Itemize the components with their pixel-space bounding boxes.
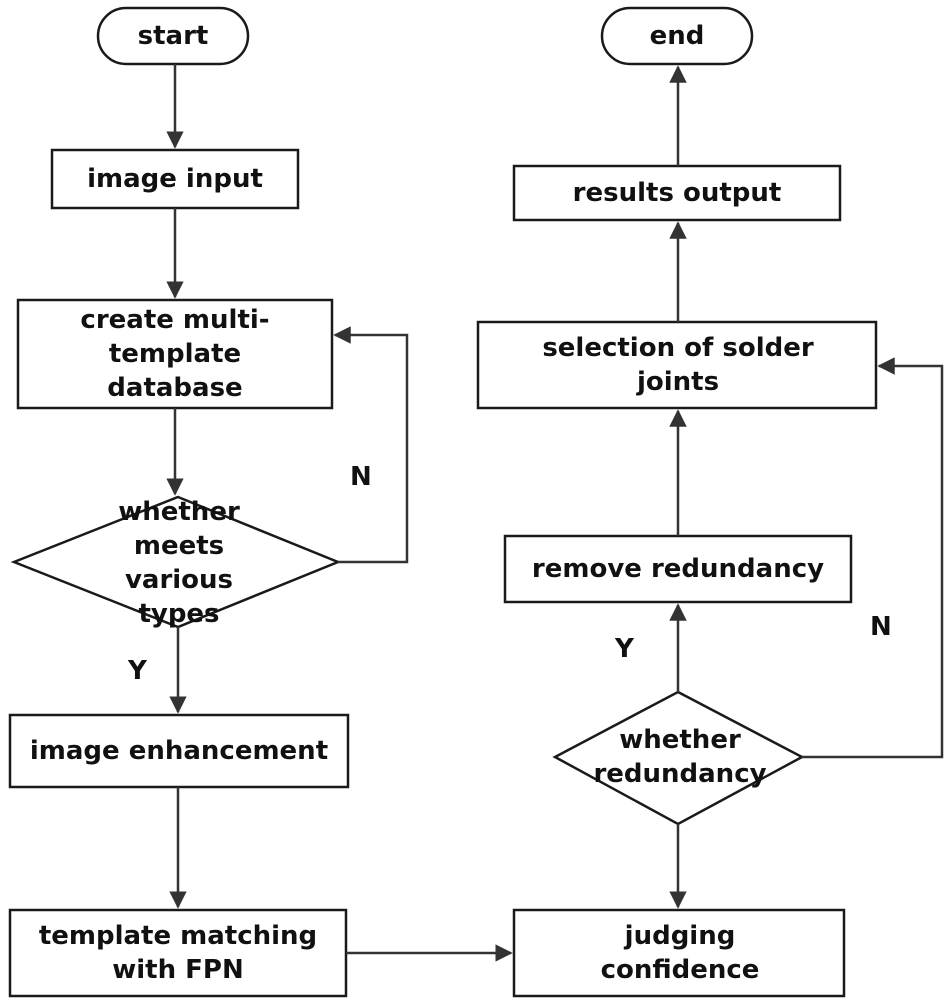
image-input-label: image input (87, 164, 263, 194)
judging-box (512, 908, 846, 998)
redundancy-question-label: whether redundancy (593, 725, 767, 789)
start-terminal-shape (96, 6, 250, 66)
arrow-decision-no-loop (333, 326, 409, 564)
end-label: end (649, 21, 705, 51)
enhancement-label: image enhancement (29, 736, 329, 766)
remove-redundancy-label: remove redundancy (531, 554, 825, 584)
results-label: results output (572, 178, 782, 208)
selection-label: selection of solder joints (542, 333, 814, 397)
judging-label: judging confidence (600, 921, 760, 985)
create-db-label: create multi-template database (80, 305, 270, 403)
edge-label-yes-right: Y (615, 634, 634, 664)
remove-redundancy-box (503, 534, 853, 604)
end-terminal-shape (600, 6, 754, 66)
edge-label-no-right: N (870, 612, 892, 642)
start-label: start (137, 21, 209, 51)
edge-label-yes-left: Y (128, 656, 147, 686)
matching-label: template matching with FPN (38, 921, 318, 985)
selection-box (476, 320, 878, 410)
create-db-box (16, 298, 334, 410)
edge-label-no-left: N (350, 462, 372, 492)
arrow-redundancy-no-to-selection (802, 357, 944, 759)
meets-types-label: whether meets various types (118, 497, 240, 629)
enhancement-box (8, 713, 350, 789)
results-box (512, 164, 842, 222)
